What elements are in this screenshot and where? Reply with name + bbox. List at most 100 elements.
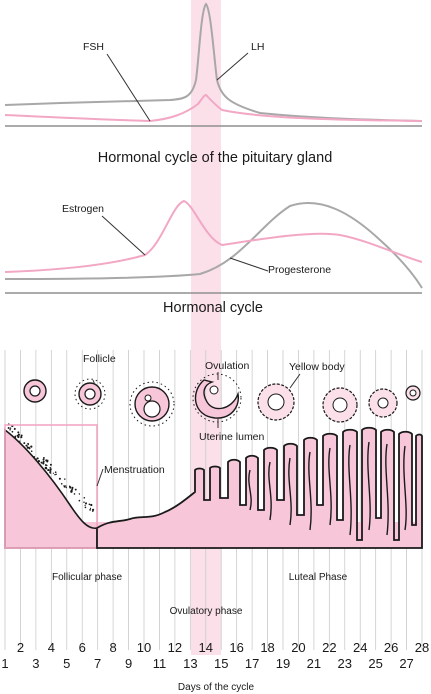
lh-leader <box>216 52 249 81</box>
cycle-panel: Menstruation <box>4 350 423 650</box>
yellow-body-regressed <box>405 385 421 401</box>
follicular-phase-label: Follicular phase <box>52 572 122 583</box>
blood-dot <box>42 458 45 461</box>
blood-dot <box>14 435 17 437</box>
blood-dot <box>30 450 33 452</box>
follicle-leader <box>92 379 96 386</box>
day-axis: 1234567891011121314151617181920212223242… <box>1 640 429 671</box>
blood-dot <box>26 445 28 447</box>
blood-dot <box>42 462 45 465</box>
blood-dot <box>58 477 61 480</box>
blood-dot <box>35 458 38 460</box>
estrogen-label: Estrogen <box>62 203 104 215</box>
blood-dot <box>69 486 72 489</box>
menstruation-box <box>4 424 98 549</box>
blood-dot <box>30 445 33 448</box>
blood-dot <box>71 486 74 489</box>
blood-dot <box>85 502 87 504</box>
endometrium-lining <box>96 426 423 549</box>
blood-dot <box>17 431 20 434</box>
yellow-body-mid <box>322 387 358 423</box>
blood-dot <box>78 499 81 502</box>
ovulating-follicle <box>192 373 242 423</box>
blood-dot <box>19 440 21 442</box>
day-tick-label: 23 <box>338 656 352 671</box>
blood-dot <box>78 493 81 495</box>
blood-dot <box>17 433 21 436</box>
blood-dot <box>63 485 65 487</box>
estrogen-curve <box>4 199 423 273</box>
blood-dot <box>47 469 50 472</box>
menstruation-label: Menstruation <box>104 464 165 476</box>
day-tick-label: 21 <box>307 656 321 671</box>
yellow-body-label: Yellow body <box>289 361 345 373</box>
blood-dot <box>9 428 11 431</box>
blood-dot <box>42 456 45 459</box>
ovulation-label: Ovulation <box>205 360 250 372</box>
pituitary-panel: FSH LH Hormonal cycle of the pituitary g… <box>4 2 423 166</box>
blood-dot <box>73 493 76 495</box>
growing-follicle <box>74 378 106 410</box>
blood-dot <box>89 507 92 510</box>
blood-dot <box>92 508 94 511</box>
secondary-follicle <box>129 381 175 427</box>
day-tick-label: 2 <box>17 640 24 655</box>
follicle-label: Follicle <box>83 353 116 365</box>
blood-dot <box>33 455 36 458</box>
ovulatory-phase-label: Ovulatory phase <box>170 606 243 617</box>
day-tick-label: 14 <box>199 640 213 655</box>
blood-dot <box>70 489 73 492</box>
day-tick-label: 25 <box>368 656 382 671</box>
fsh-leader <box>106 53 151 122</box>
yellow-body-leader <box>289 373 301 389</box>
menstruation-leader <box>96 468 104 487</box>
hormonal-title: Hormonal cycle <box>163 300 263 316</box>
blood-dot <box>42 460 45 463</box>
menstruation-lining <box>4 428 98 549</box>
fsh-label: FSH <box>83 41 104 53</box>
progesterone-curve <box>4 202 423 289</box>
blood-dot <box>7 427 10 429</box>
endometrium-glands <box>248 441 407 536</box>
progesterone-label: Progesterone <box>268 264 331 276</box>
progesterone-leader <box>229 257 269 272</box>
day-tick-label: 12 <box>168 640 182 655</box>
day-tick-label: 13 <box>183 656 197 671</box>
blood-dot <box>90 503 93 507</box>
day-tick-label: 16 <box>229 640 243 655</box>
lh-label: LH <box>251 41 264 53</box>
blood-dot <box>84 506 87 509</box>
day-tick-label: 9 <box>125 656 132 671</box>
blood-dot <box>65 485 67 487</box>
blood-dot <box>65 486 67 489</box>
day-tick-label: 24 <box>353 640 367 655</box>
day-tick-label: 26 <box>384 640 398 655</box>
blood-dot <box>88 503 91 506</box>
blood-dot <box>23 442 26 445</box>
pituitary-title: Hormonal cycle of the pituitary gland <box>98 150 333 166</box>
day-tick-label: 22 <box>322 640 336 655</box>
blood-dot <box>16 434 19 437</box>
luteal-phase-label: Luteal Phase <box>289 572 348 583</box>
blood-dot <box>54 474 56 476</box>
blood-dot <box>49 463 52 466</box>
blood-dot <box>49 471 51 474</box>
hormonal-panel: Estrogen Progesterone Hormonal cycle <box>4 199 423 316</box>
blood-dot <box>14 427 16 430</box>
day-tick-label: 7 <box>94 656 101 671</box>
yellow-body-late <box>368 388 398 418</box>
primordial-follicle <box>23 379 47 403</box>
blood-dot <box>49 470 52 472</box>
blood-dot <box>92 510 94 513</box>
day-tick-label: 4 <box>48 640 55 655</box>
day-tick-label: 6 <box>79 640 86 655</box>
day-tick-label: 20 <box>291 640 305 655</box>
blood-dot <box>83 496 86 499</box>
day-tick-label: 11 <box>153 656 167 671</box>
blood-dot <box>45 459 48 462</box>
blood-dot <box>49 468 52 471</box>
blood-dot <box>28 447 31 450</box>
blood-dot <box>84 504 86 507</box>
